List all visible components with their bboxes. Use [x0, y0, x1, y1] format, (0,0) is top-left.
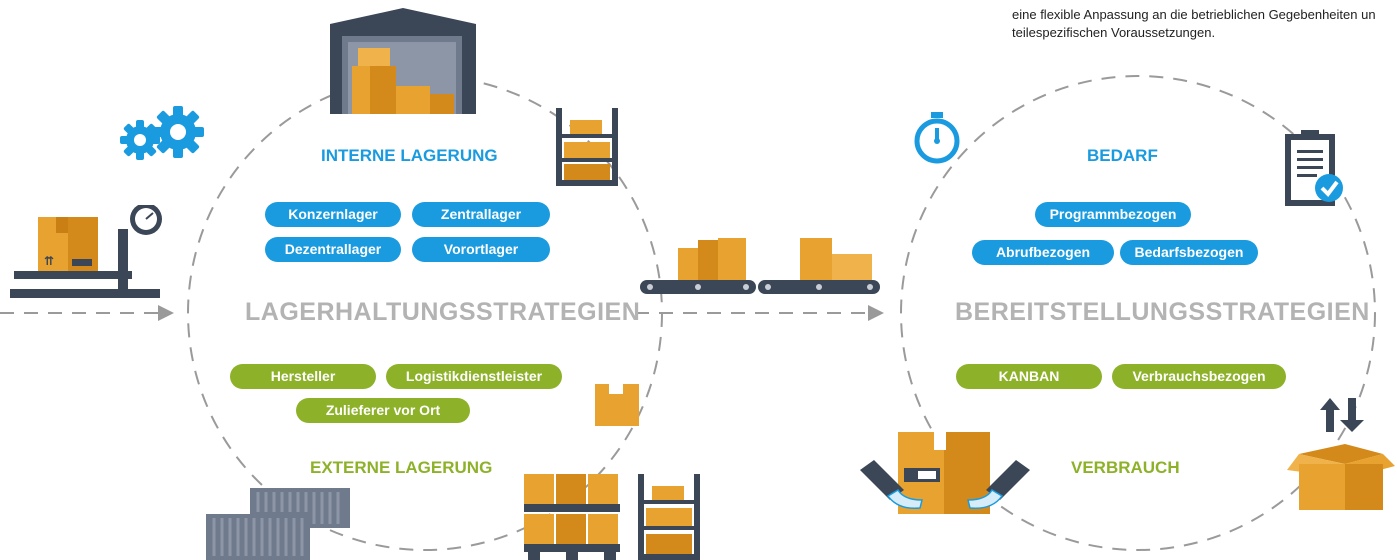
pill-programmbezogen: Programmbezogen	[1035, 202, 1191, 227]
shelf-bottom-icon	[638, 474, 700, 560]
shelf-icon	[556, 108, 618, 186]
stopwatch-icon	[914, 112, 960, 164]
small-box-icon	[595, 384, 639, 426]
warehouse-icon	[330, 8, 476, 114]
demand-heading: BEDARF	[1087, 146, 1158, 165]
hands-box-icon	[860, 432, 1030, 514]
scale-icon: ⇈	[10, 205, 162, 298]
intro-text-line-2: teilespezifischen Voraussetzungen.	[1012, 25, 1216, 40]
pill-zulieferer-vor-ort: Zulieferer vor Ort	[296, 398, 470, 423]
pill-logistikdienstleister: Logistikdienstleister	[386, 364, 562, 389]
pill-dezentrallager: Dezentrallager	[265, 237, 401, 262]
arrows-updown-icon	[1320, 398, 1364, 432]
inflow-arrow-head	[158, 305, 174, 321]
pill-vorortlager: Vorortlager	[412, 237, 550, 262]
open-box-icon	[1287, 444, 1395, 510]
consumption-heading: VERBRAUCH	[1071, 458, 1180, 477]
pill-konzernlager: Konzernlager	[265, 202, 401, 227]
gears-icon	[120, 106, 204, 160]
pill-hersteller: Hersteller	[230, 364, 376, 389]
conveyor-icon	[640, 238, 880, 294]
right-cycle-title: BEREITSTELLUNGSSTRATEGIEN	[955, 298, 1370, 326]
pill-kanban: KANBAN	[956, 364, 1102, 389]
pill-zentrallager: Zentrallager	[412, 202, 550, 227]
transfer-arrow-head	[868, 305, 884, 321]
internal-storage-heading: INTERNE LAGERUNG	[321, 146, 498, 165]
intro-text: eine flexible Anpassung an die betriebli…	[1012, 6, 1376, 42]
pill-verbrauchsbezogen: Verbrauchsbezogen	[1112, 364, 1286, 389]
container-icon	[206, 488, 350, 560]
right-cycle-circle	[900, 75, 1376, 551]
external-storage-heading: EXTERNE LAGERUNG	[310, 458, 493, 477]
svg-text:⇈: ⇈	[44, 254, 54, 268]
pill-abrufbezogen: Abrufbezogen	[972, 240, 1114, 265]
clipboard-check-icon	[1285, 130, 1343, 206]
pallet-icon	[524, 474, 620, 560]
left-cycle-title: LAGERHALTUNGSSTRATEGIEN	[245, 298, 641, 326]
intro-text-line-1: eine flexible Anpassung an die betriebli…	[1012, 7, 1376, 22]
pill-bedarfsbezogen: Bedarfsbezogen	[1120, 240, 1258, 265]
